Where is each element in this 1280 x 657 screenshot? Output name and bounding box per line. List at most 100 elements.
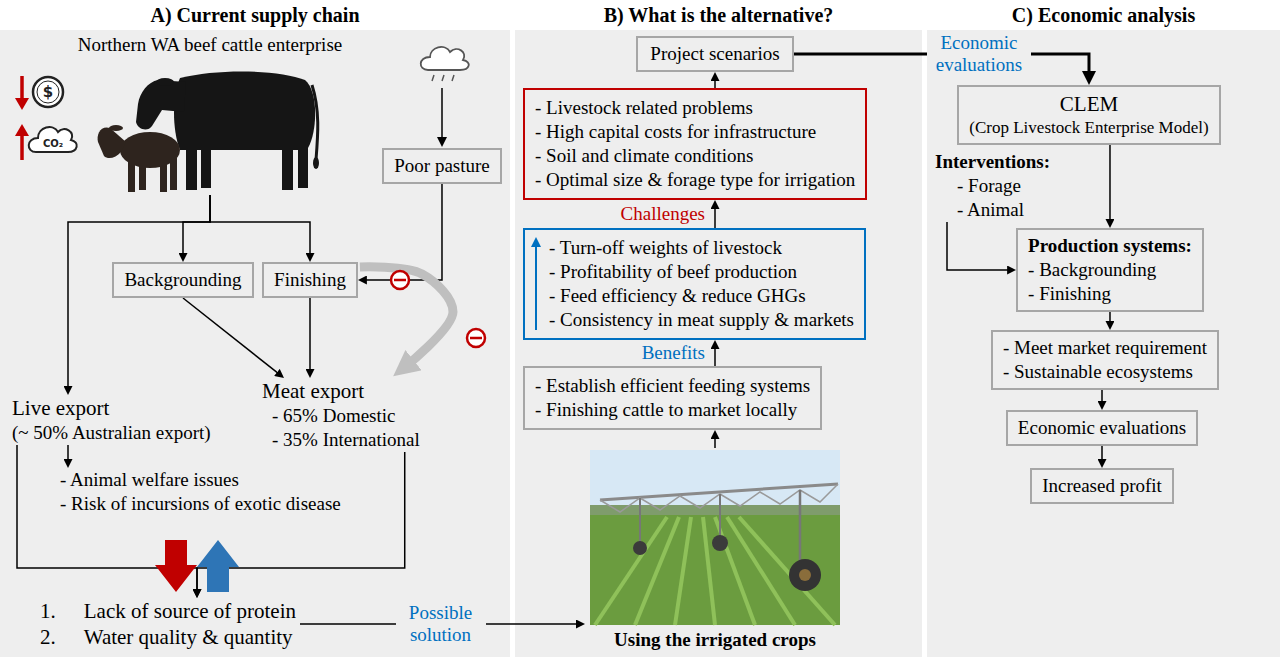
node-text: - Risk of incursions of exotic disease [60,492,341,516]
panel: B) What is the alternative?Project scena… [515,30,922,657]
rain-cloud [432,75,434,81]
rain-cloud [421,47,469,70]
rain-cloud [442,75,444,81]
node-text: (Crop Livestock Enterprise Model) [969,117,1208,139]
decrease-arrow [15,98,29,110]
irrigation-photo [703,517,715,625]
negative-sign [467,329,485,347]
negative-sign [391,271,409,289]
cow-illustration [282,140,293,190]
cow-illustration [298,140,308,188]
co2-cloud [29,127,77,152]
irrigation-photo [712,535,728,551]
node-text: - Soil and climate conditions [535,144,855,168]
calf-illustration [139,158,146,190]
node-text: - Turn-off weights of livestock [549,236,854,260]
connector [183,195,210,258]
calf-illustration [128,158,135,192]
text-node: - Animal welfare issues- Risk of incursi… [60,468,341,516]
process-box: - Establish efficient feeding systems- F… [523,366,822,430]
node-text: - Livestock related problems [535,96,855,120]
down-up-arrows [155,540,239,592]
connector [1101,446,1103,464]
node-text: Poor pasture [394,154,490,178]
icon-label: $ [43,85,53,100]
panel-title: A) Current supply chain [0,3,510,27]
connector [1109,312,1111,326]
node-text: Water quality & quantity [84,624,296,650]
node-text: - Consistency in meat supply & markets [549,308,854,332]
node-text: - Optimal size & forage type for irrigat… [535,168,855,192]
connector [68,195,210,391]
process-box: - Meet market requirement- Sustainable e… [991,330,1219,390]
node-text: - 35% International [262,428,420,452]
cow-illustration [136,80,186,129]
node-text: - 65% Domestic [262,404,420,428]
cow-illustration [186,140,197,190]
edge-label: Possible solution [396,602,486,646]
connector [309,298,311,374]
irrigation-photo [633,541,647,555]
connector [714,77,716,89]
irrigation-photo [590,450,840,508]
node-text: (~ 50% Australian export) [12,421,211,445]
node-text: Increased profit [1042,474,1162,498]
irrigation-photo [590,450,840,625]
connector [1101,390,1103,406]
node-text: - Meet market requirement [1003,336,1207,360]
panel-title: B) What is the alternative? [515,3,922,27]
panel-title: C) Economic analysis [927,3,1280,27]
node-text: Interventions: [935,150,1050,174]
irrigation-photo [789,559,821,591]
rain-arrow [437,137,447,147]
down-up-arrows [155,540,197,592]
text-node: Live export(~ 50% Australian export) [12,395,211,445]
node-text: CLEM [969,91,1208,117]
icon-label: CO₂ [43,139,63,149]
process-box: Production systems:- Backgrounding- Fini… [1016,228,1204,312]
connector [67,445,69,464]
node-text: Economic evaluations [1018,416,1186,440]
connector [210,195,310,258]
node-text: Backgrounding [124,268,241,292]
connector [714,345,716,367]
calf-illustration [109,125,123,131]
irrigation-photo [719,494,721,540]
increase-arrow [531,237,541,330]
rain-cloud [452,75,454,81]
node-text: Production systems: [1028,234,1192,258]
connector [714,205,716,229]
irrigation-photo [635,517,679,625]
down-up-arrows [197,540,239,592]
node-text: - Animal [935,198,1050,222]
co2-cloud [29,127,77,152]
node-text: Meat export [262,378,420,404]
text-node: Interventions:- Forage- Animal [935,150,1050,222]
crop-figure: Using the irrigated crops [585,448,845,652]
cow-illustration [156,78,174,86]
irrigation-photo [739,517,835,625]
process-box: Economic evaluations [1006,410,1198,446]
irrigation-photo [675,517,691,625]
panel-ground [0,30,1280,657]
irrigation-photo [799,569,811,581]
node-text: - Sustainable ecosystems [1003,360,1207,384]
increase-arrow [531,237,541,247]
node-text: - High capital costs for infrastructure [535,120,855,144]
panel: C) Economic analysisCLEM(Crop Livestock … [927,30,1280,657]
edge-label: Economic evaluations [927,32,1031,76]
increase-arrow [15,124,29,136]
cattle-figure: Northern WA beef cattle enterprise [60,33,360,195]
node-text: Using the irrigated crops [614,628,816,652]
text-node: Meat export- 65% Domestic- 35% Internati… [262,378,420,452]
rain-arrow [441,88,443,138]
node-text: Finishing [274,268,346,292]
connector [947,222,1012,270]
node-text: - Finishing cattle to market locally [535,398,810,422]
node-text: Lack of source of protein [84,598,296,624]
node-text: - Feed efficiency & reduce GHGs [549,284,854,308]
calf-illustration [98,125,180,192]
node-text: 2. [40,624,56,650]
node-text: Live export [12,395,211,421]
